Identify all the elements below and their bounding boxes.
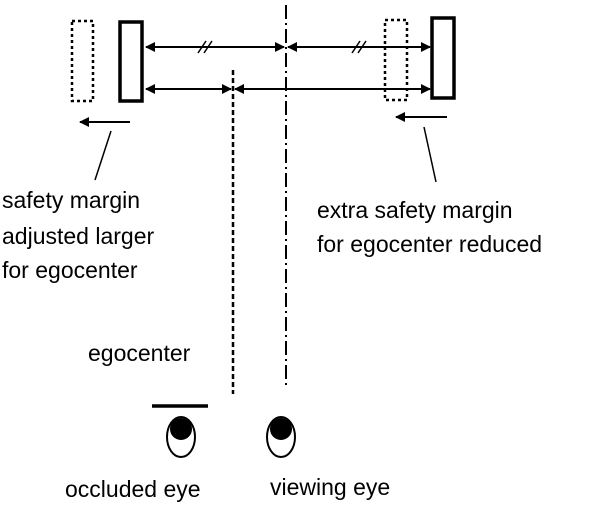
viewing-eye-label: viewing eye bbox=[270, 474, 391, 500]
right-target-adjusted bbox=[430, 16, 456, 100]
viewing-eye-icon bbox=[266, 416, 296, 458]
egocenter-label: egocenter bbox=[88, 340, 191, 366]
left-note-line-2: adjusted larger bbox=[2, 223, 155, 249]
equality-mark-left bbox=[197, 40, 213, 54]
equality-mark-right bbox=[351, 40, 367, 54]
right-target-original bbox=[383, 18, 409, 102]
occluded-eye-label: occluded eye bbox=[65, 476, 201, 502]
right-note-line-2: for egocenter reduced bbox=[317, 231, 543, 257]
left-note-leader bbox=[94, 130, 112, 181]
left-target-original bbox=[70, 19, 95, 103]
left-note-line-3: for egocenter bbox=[2, 257, 138, 283]
right-note-line-1: extra safety margin bbox=[317, 197, 513, 223]
occluded-eye-icon bbox=[166, 416, 196, 458]
left-note-line-1: safety margin bbox=[2, 187, 141, 213]
left-target-adjusted bbox=[118, 20, 144, 103]
right-note-leader bbox=[423, 126, 437, 183]
